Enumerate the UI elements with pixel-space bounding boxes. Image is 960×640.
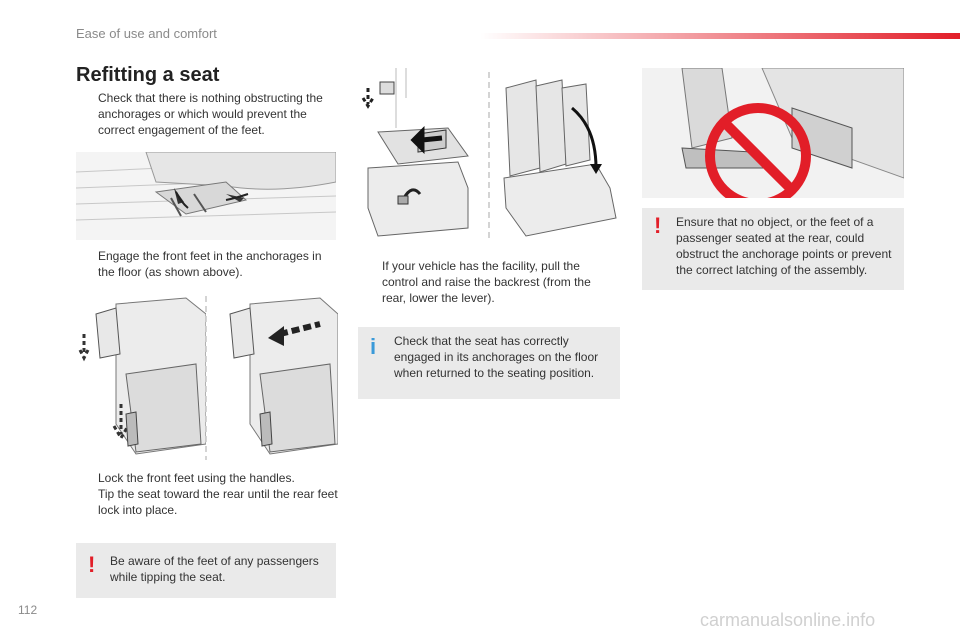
note-text: Ensure that no object, or the feet of a …: [676, 215, 892, 277]
warning-note-tipping: ! Be aware of the feet of any passengers…: [76, 543, 336, 598]
page-number: 112: [18, 603, 38, 617]
bullet-tip-seat: Tip the seat toward the rear until the r…: [76, 486, 338, 518]
header-accent-line: [480, 33, 960, 39]
bullet-check-obstruction: Check that there is nothing obstructing …: [76, 90, 338, 138]
bullet-text: Lock the front feet using the handles.: [98, 471, 295, 485]
figure-lock-front-feet: [76, 294, 206, 464]
bullet-text: Tip the seat toward the rear until the r…: [98, 487, 338, 517]
info-note-engaged: i Check that the seat has correctly enga…: [358, 327, 620, 399]
figure-seat-backrest-control: [358, 68, 476, 248]
note-text: Be aware of the feet of any passengers w…: [110, 554, 319, 584]
info-icon: i: [370, 334, 377, 359]
section-title: Refitting a seat: [76, 64, 220, 86]
figure-floor-anchorage: [76, 152, 336, 240]
header-title: Ease of use and comfort: [76, 26, 217, 41]
watermark: carmanualsonline.info: [700, 610, 876, 630]
figure-divider-2: [488, 72, 490, 242]
figure-divider: [205, 296, 207, 460]
warning-icon: !: [88, 552, 96, 577]
bullet-engage-front-feet: Engage the front feet in the anchorages …: [76, 248, 338, 280]
warning-note-no-object: ! Ensure that no object, or the feet of …: [642, 208, 904, 290]
warning-icon: !: [654, 213, 662, 238]
bullet-pull-control: If your vehicle has the facility, pull t…: [360, 258, 618, 306]
figure-seat-row: [496, 68, 620, 248]
bullet-text: Check that there is nothing obstructing …: [98, 91, 323, 137]
note-text: Check that the seat has correctly engage…: [394, 334, 599, 380]
bullet-text: If your vehicle has the facility, pull t…: [382, 259, 591, 305]
figure-tip-seat: [210, 294, 338, 464]
figure-prohibited-feet: [642, 68, 904, 198]
bullet-text: Engage the front feet in the anchorages …: [98, 249, 322, 279]
bullet-lock-front-feet: Lock the front feet using the handles.: [76, 470, 338, 486]
